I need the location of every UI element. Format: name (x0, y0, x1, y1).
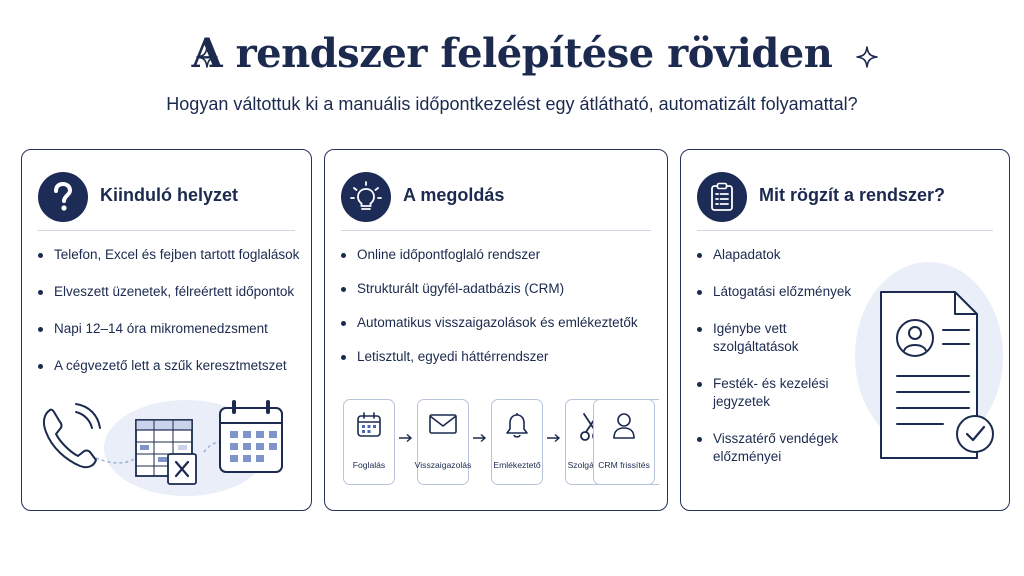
document-icon (880, 291, 978, 459)
calendar-icon (219, 400, 283, 473)
arrow-right-icon (399, 433, 413, 443)
list-item: A cégvezető lett a szűk keresztmetszet (38, 357, 301, 375)
page-subtitle: Hogyan váltottuk ki a manuális időpontke… (166, 94, 858, 114)
flow-step-booking: Foglalás (343, 399, 395, 485)
process-flow: Foglalás Visszaigazolás Emlékeztető (343, 399, 659, 485)
bullet-list: Online időpontfoglaló rendszer Strukturá… (341, 246, 657, 382)
sparkle-icon-left (196, 46, 218, 68)
flow-step-label: CRM frissítés (598, 460, 650, 470)
clipboard-icon (697, 172, 747, 222)
card-starting-situation: Kiinduló helyzet Telefon, Excel és fejbe… (21, 149, 312, 511)
list-item: Strukturált ügyfél-adatbázis (CRM) (341, 280, 657, 298)
card-title: Kiinduló helyzet (100, 185, 239, 205)
flow-step-label: Emlékeztető (493, 460, 541, 470)
person-icon (613, 413, 635, 439)
chaos-illustration (42, 400, 283, 496)
list-item: Online időpontfoglaló rendszer (341, 246, 657, 264)
list-item: Igénybe vett szolgáltatások (697, 320, 859, 356)
checkmark-icon (956, 415, 994, 453)
page-title: A rendszer felépítése röviden (191, 30, 833, 77)
divider (341, 230, 651, 231)
phone-icon (42, 403, 101, 469)
arrow-right-icon (547, 433, 561, 443)
flow-step-label: Visszaigazolás (414, 460, 472, 470)
card-title: A megoldás (403, 185, 505, 205)
list-item: Elveszett üzenetek, félreértett időponto… (38, 283, 301, 301)
flow-step-label: Foglalás (352, 460, 386, 470)
card-what-is-recorded: Mit rögzít a rendszer? Alapadatok Látoga… (680, 149, 1010, 511)
list-item: Visszatérő vendégek előzményei (697, 430, 859, 466)
flow-step-crm-update: CRM frissítés (593, 399, 655, 485)
card-title: Mit rögzít a rendszer? (759, 185, 946, 205)
divider (697, 230, 993, 231)
bell-icon (506, 413, 528, 438)
list-item: Alapadatok (697, 246, 859, 264)
flow-step-label: Szolgáltatás (567, 460, 615, 470)
client-profile-illustration (855, 262, 1003, 459)
divider (38, 230, 295, 231)
list-item: Telefon, Excel és fejben tartott foglalá… (38, 246, 301, 264)
calendar-icon (357, 412, 381, 437)
list-item: Festék- és kezelési jegyzetek (697, 375, 859, 411)
spreadsheet-icon (135, 419, 197, 485)
bullet-list: Alapadatok Látogatási előzmények Igénybe… (697, 246, 859, 485)
list-item: Automatikus visszaigazolások és emlékezt… (341, 314, 657, 332)
lightbulb-icon (341, 172, 391, 222)
arrow-right-icon (473, 433, 487, 443)
list-item: Letisztult, egyedi háttérrendszer (341, 348, 657, 366)
sparkle-icon-right (856, 46, 878, 68)
bullet-list: Telefon, Excel és fejben tartott foglalá… (38, 246, 301, 394)
flow-step-confirmation: Visszaigazolás (415, 399, 471, 485)
list-item: Látogatási előzmények (697, 283, 859, 301)
envelope-icon (429, 414, 457, 434)
flow-step-reminder: Emlékeztető (491, 399, 543, 485)
card-solution: A megoldás Online időpontfoglaló rendsze… (324, 149, 668, 511)
list-item: Napi 12–14 óra mikromenedzsment (38, 320, 301, 338)
question-icon (38, 172, 88, 222)
